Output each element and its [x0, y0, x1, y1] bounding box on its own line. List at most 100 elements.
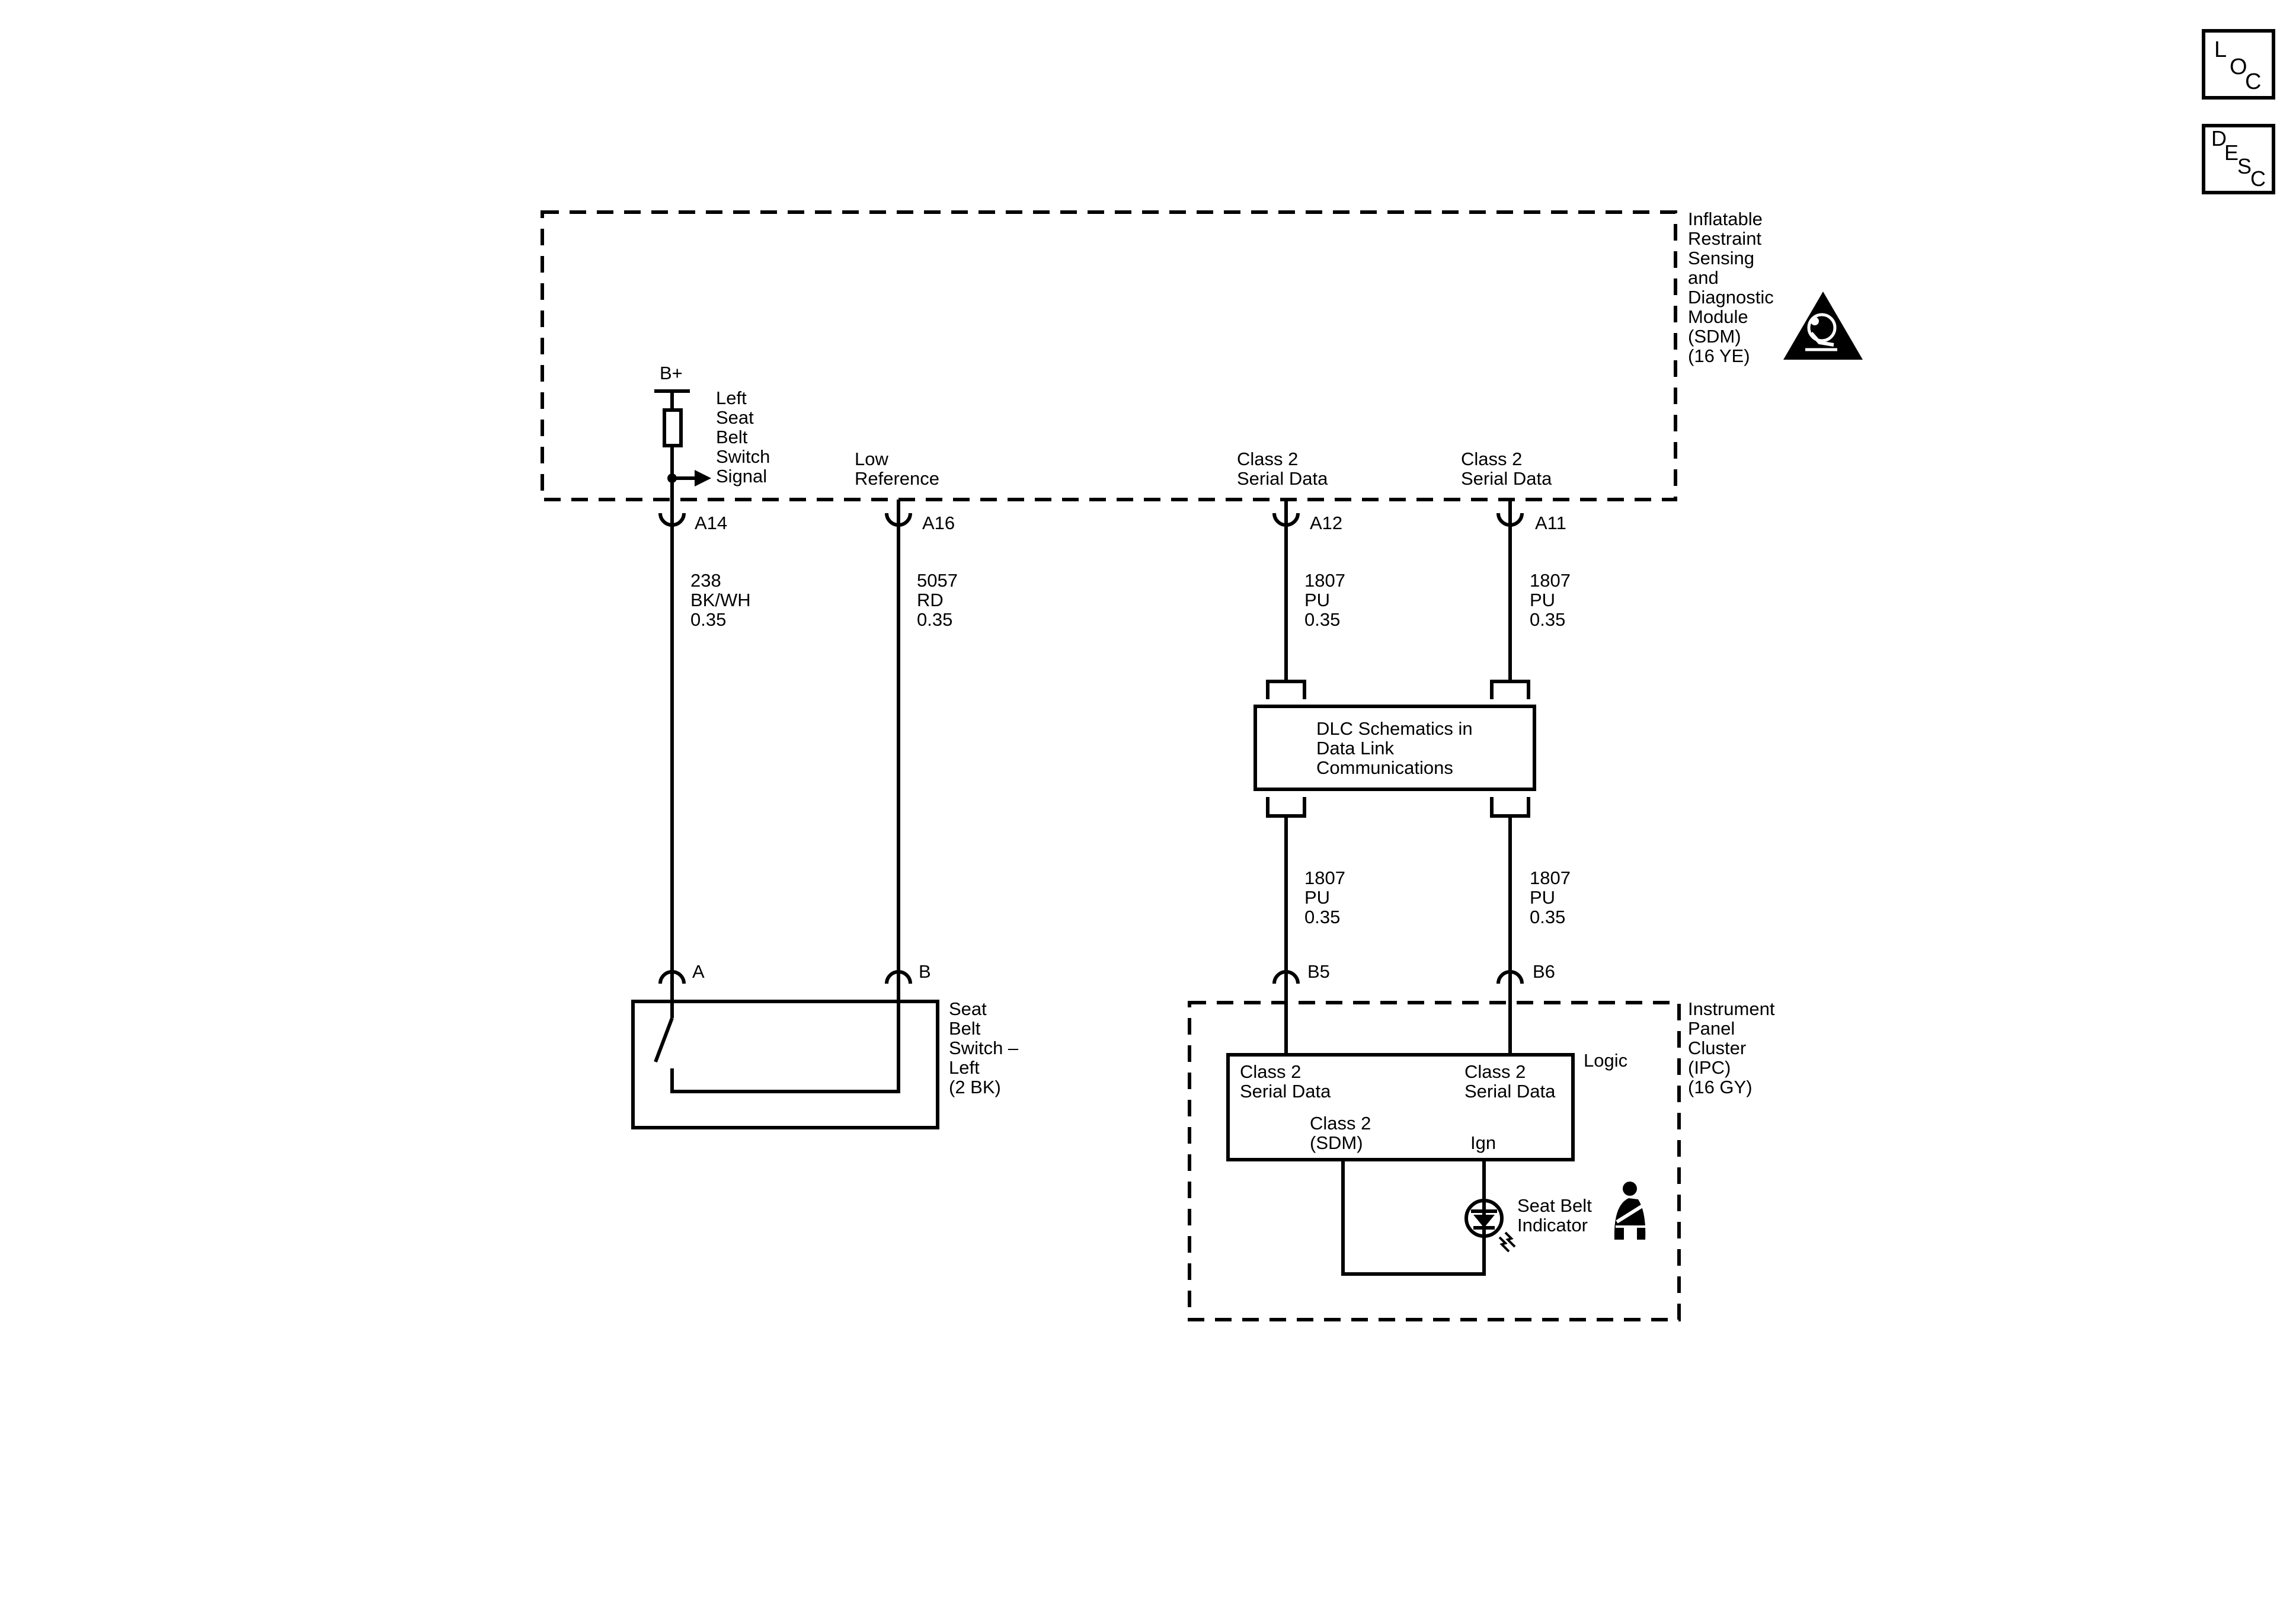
svg-text:BK/WH: BK/WH: [690, 590, 751, 610]
connector-pin-a: A: [658, 961, 705, 1001]
svg-text:Inflatable: Inflatable: [1688, 209, 1763, 229]
svg-text:1807: 1807: [1304, 868, 1345, 888]
dlc-connector-tab-b6-bottom: [1490, 797, 1530, 818]
svg-text:1807: 1807: [1530, 570, 1571, 591]
seat-belt-person-icon: [1614, 1182, 1646, 1240]
svg-text:0.35: 0.35: [1530, 609, 1565, 630]
desc-letter-d: D: [2211, 126, 2227, 151]
serial-data-a12-label: Class 2 Serial Data: [1237, 449, 1328, 489]
desc-letter-e: E: [2224, 140, 2239, 165]
svg-text:Seat: Seat: [949, 998, 987, 1019]
svg-text:Belt: Belt: [716, 427, 748, 447]
wire-1807-b5-lower-label: 1807 PU 0.35: [1304, 868, 1345, 927]
svg-text:Instrument: Instrument: [1688, 998, 1775, 1019]
connector-pin-b5: B5: [1272, 961, 1330, 1001]
svg-text:A14: A14: [695, 513, 727, 533]
svg-text:Low: Low: [855, 449, 888, 469]
svg-text:RD: RD: [917, 590, 944, 610]
svg-text:1807: 1807: [1304, 570, 1345, 591]
desc-letter-c: C: [2250, 167, 2266, 191]
svg-text:Switch –: Switch –: [949, 1038, 1019, 1058]
svg-text:0.35: 0.35: [1530, 907, 1565, 927]
serial-data-a11-label: Class 2 Serial Data: [1461, 449, 1552, 489]
svg-text:Signal: Signal: [716, 466, 767, 486]
svg-text:Communications: Communications: [1316, 757, 1453, 778]
svg-text:(2 BK): (2 BK): [949, 1077, 1001, 1097]
svg-text:DLC Schematics in: DLC Schematics in: [1316, 718, 1473, 739]
airbag-warning-icon: [1783, 292, 1863, 360]
connector-pin-a16: A16: [885, 500, 955, 533]
svg-text:A11: A11: [1535, 513, 1566, 533]
loc-letter-c: C: [2245, 69, 2261, 94]
svg-text:Class 2: Class 2: [1464, 1061, 1526, 1082]
svg-text:PU: PU: [1530, 590, 1555, 610]
svg-text:PU: PU: [1304, 887, 1330, 908]
svg-text:Sensing: Sensing: [1688, 248, 1754, 268]
svg-text:Belt: Belt: [949, 1018, 981, 1039]
svg-text:Class 2: Class 2: [1310, 1113, 1371, 1134]
svg-text:Class 2: Class 2: [1461, 449, 1522, 469]
ipc-serial-data-right-label: Class 2 Serial Data: [1464, 1061, 1556, 1102]
svg-text:Class 2: Class 2: [1237, 449, 1298, 469]
svg-text:Serial Data: Serial Data: [1240, 1081, 1331, 1102]
dlc-schematics-reference-box[interactable]: [1253, 705, 1536, 791]
dlc-reference-label: DLC Schematics in Data Link Communicatio…: [1316, 718, 1473, 778]
wire-238-label: 238 BK/WH 0.35: [690, 570, 751, 630]
svg-text:Class 2: Class 2: [1240, 1061, 1301, 1082]
svg-text:Diagnostic: Diagnostic: [1688, 287, 1774, 308]
dlc-connector-tab-a12-top: [1266, 680, 1306, 699]
loc-letter-o: O: [2230, 55, 2247, 79]
wire-1807-b6-lower-label: 1807 PU 0.35: [1530, 868, 1571, 927]
svg-text:Restraint: Restraint: [1688, 228, 1761, 249]
svg-text:A12: A12: [1310, 513, 1342, 533]
signal-arrow-icon: [695, 470, 711, 486]
ipc-module-label: Instrument Panel Cluster (IPC) (16 GY): [1688, 998, 1775, 1097]
svg-text:(SDM): (SDM): [1310, 1132, 1363, 1153]
svg-text:Seat Belt: Seat Belt: [1517, 1195, 1592, 1216]
wire-1807-a12-upper-label: 1807 PU 0.35: [1304, 570, 1345, 630]
svg-text:B6: B6: [1533, 961, 1555, 982]
svg-text:Left: Left: [716, 388, 747, 408]
pullup-resistor: [663, 408, 683, 447]
seat-belt-switch-housing: [631, 1000, 939, 1129]
svg-text:(16 GY): (16 GY): [1688, 1077, 1753, 1097]
svg-text:0.35: 0.35: [1304, 609, 1340, 630]
loc-icon[interactable]: L O C: [2202, 29, 2275, 100]
svg-text:Cluster: Cluster: [1688, 1038, 1746, 1058]
ipc-class2-sdm-label: Class 2 (SDM): [1310, 1113, 1371, 1153]
svg-text:0.35: 0.35: [1304, 907, 1340, 927]
battery-label: B+: [660, 363, 683, 383]
seat-belt-indicator-label: Seat Belt Indicator: [1517, 1195, 1592, 1235]
svg-text:(16 YE): (16 YE): [1688, 345, 1750, 366]
light-emission-icon: [1498, 1231, 1516, 1253]
svg-text:Panel: Panel: [1688, 1018, 1735, 1039]
connector-pin-b6: B6: [1496, 961, 1555, 1001]
svg-text:Serial Data: Serial Data: [1461, 468, 1552, 489]
connector-pin-a11: A11: [1496, 500, 1566, 533]
svg-text:Data Link: Data Link: [1316, 738, 1394, 758]
svg-text:PU: PU: [1304, 590, 1330, 610]
svg-text:5057: 5057: [917, 570, 958, 591]
svg-text:Module: Module: [1688, 306, 1748, 327]
svg-text:A: A: [692, 961, 705, 982]
seat-belt-switch-label: Seat Belt Switch – Left (2 BK): [949, 998, 1019, 1097]
wire-1807-a11-upper-label: 1807 PU 0.35: [1530, 570, 1571, 630]
svg-text:0.35: 0.35: [917, 609, 952, 630]
desc-icon[interactable]: D E S C: [2202, 124, 2275, 194]
svg-text:B: B: [919, 961, 931, 982]
svg-text:(SDM): (SDM): [1688, 326, 1741, 347]
svg-text:(IPC): (IPC): [1688, 1057, 1731, 1078]
ipc-ign-label: Ign: [1470, 1132, 1496, 1153]
loc-letter-l: L: [2214, 37, 2227, 62]
svg-text:Reference: Reference: [855, 468, 939, 489]
svg-text:0.35: 0.35: [690, 609, 726, 630]
connector-pin-a14: A14: [658, 500, 727, 533]
svg-text:1807: 1807: [1530, 868, 1571, 888]
connector-pin-b: B: [885, 961, 931, 1001]
indicator-circuit-wire: [1341, 1160, 1486, 1276]
sdm-module-label: Inflatable Restraint Sensing and Diagnos…: [1688, 209, 1774, 366]
svg-text:Serial Data: Serial Data: [1237, 468, 1328, 489]
low-reference-label: Low Reference: [855, 449, 939, 489]
svg-text:Seat: Seat: [716, 407, 754, 428]
